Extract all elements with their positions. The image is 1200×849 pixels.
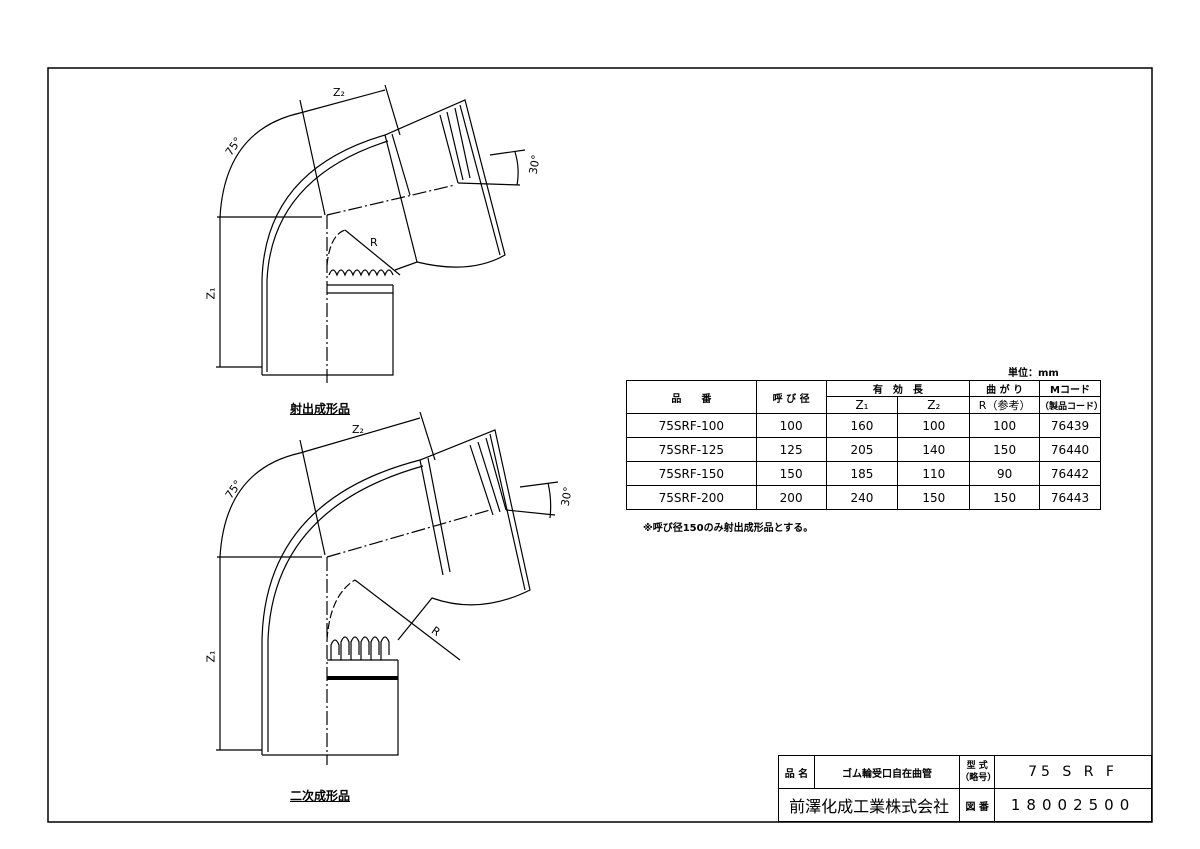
cell-mcode: 76442 (1039, 461, 1101, 486)
drawing-no-label: 図 番 (959, 788, 996, 822)
header-mcode-sub: （製品コード） (1039, 396, 1103, 414)
elbow-inner-line (267, 465, 424, 752)
spec-table: 品 番 呼 び 径 有 効 長 曲 が り Mコード Z₁ Z₂ R（参考） （… (626, 380, 1103, 510)
cell-part-no: 75SRF-150 (626, 461, 757, 486)
cell-nominal: 100 (755, 413, 827, 438)
cell-z2: 110 (897, 461, 971, 486)
header-mcode: Mコード (1039, 380, 1101, 397)
cell-z2: 140 (897, 437, 971, 462)
elbow-drawing-injection (216, 84, 526, 385)
header-part-no: 品 番 (626, 380, 757, 414)
cell-mcode: 76439 (1039, 413, 1101, 438)
z1-label: Z₁ (204, 650, 218, 663)
radius-label: R (370, 236, 378, 249)
drawing-number: 18002500 (994, 788, 1152, 822)
elbow-inner-line (266, 140, 389, 372)
cell-z1: 185 (825, 461, 899, 486)
cell-r: 90 (969, 461, 1041, 486)
header-effective-length: 有 効 長 (825, 380, 971, 397)
header-z1: Z₁ (825, 396, 899, 414)
z1-label: Z₁ (204, 287, 218, 300)
drawing-caption: 二次成形品 (290, 789, 351, 803)
cell-r: 100 (969, 413, 1041, 438)
header-z2: Z₂ (897, 396, 971, 414)
cell-part-no: 75SRF-125 (626, 437, 757, 462)
corrugation (328, 269, 394, 277)
drawing-caption: 射出成形品 (290, 402, 351, 416)
cell-z2: 100 (897, 413, 971, 438)
company-name: 前澤化成工業株式会社 (777, 788, 961, 822)
product-name: ゴム輪受口自在曲管 (813, 755, 961, 789)
cell-z1: 240 (825, 485, 899, 510)
cell-nominal: 125 (755, 437, 827, 462)
unit-label: 単位：mm (1008, 368, 1059, 379)
elbow-drawing-secondary (216, 411, 559, 765)
z2-dimension (299, 89, 386, 114)
z2-label: Z₂ (352, 423, 364, 436)
cell-z2: 150 (897, 485, 971, 510)
model-label-line2: （略号） (960, 773, 997, 783)
cell-nominal: 150 (755, 461, 827, 486)
header-bend: 曲 が り (969, 380, 1041, 397)
radius-line (354, 579, 461, 661)
z2-dimension (299, 417, 421, 454)
model-label-line1: 型 式 (966, 761, 988, 771)
elbow-outline (261, 429, 531, 755)
cell-mcode: 76443 (1039, 485, 1101, 510)
angle-arc (219, 112, 301, 218)
cell-z1: 205 (825, 437, 899, 462)
drawing-frame (47, 67, 1153, 823)
cell-z1: 160 (825, 413, 899, 438)
z2-label: Z₂ (333, 86, 345, 99)
cell-r: 150 (969, 437, 1041, 462)
name-label: 品 名 (778, 755, 815, 789)
angle-arc (219, 452, 301, 558)
cell-nominal: 200 (755, 485, 827, 510)
model-label: 型 式 （略号） (959, 755, 997, 789)
elbow-outline (261, 99, 506, 375)
radius-line (344, 229, 401, 276)
table-note: ※呼び径150のみ射出成形品とする。 (643, 523, 814, 534)
cell-mcode: 76440 (1039, 437, 1101, 462)
cell-r: 150 (969, 485, 1041, 510)
cell-part-no: 75SRF-200 (626, 485, 757, 510)
header-bend-sub: R（参考） (969, 396, 1041, 414)
header-nominal: 呼 び 径 (755, 380, 827, 414)
corrugation (330, 636, 390, 660)
cell-part-no: 75SRF-100 (626, 413, 757, 438)
title-block: 品 名 ゴム輪受口自在曲管 型 式 （略号） 75 S R F 前澤化成工業株式会… (777, 755, 1152, 822)
model-value: 75 S R F (994, 755, 1152, 789)
